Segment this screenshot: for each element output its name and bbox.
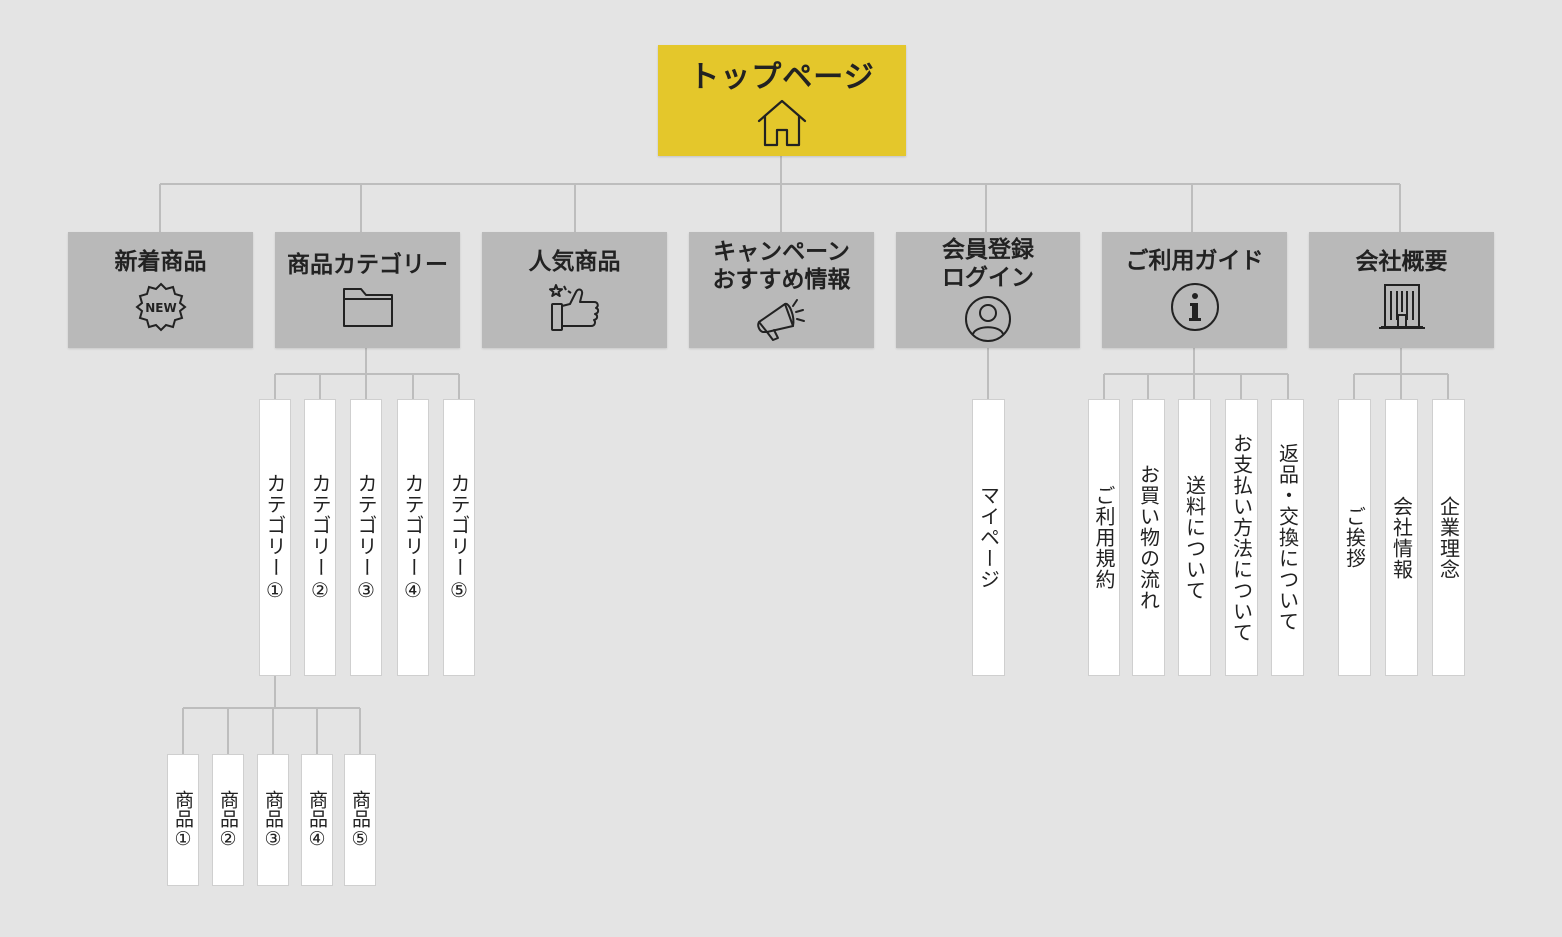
category-page-3[interactable]: カテゴリー③ (350, 399, 382, 676)
category-page-5[interactable]: カテゴリー⑤ (443, 399, 475, 676)
new-badge-icon: NEW (134, 282, 187, 332)
member-page-mypage[interactable]: マイページ (972, 399, 1005, 676)
category-page-1[interactable]: カテゴリー① (259, 399, 291, 676)
product-page-1[interactable]: 商品① (167, 754, 199, 886)
product-page-3[interactable]: 商品③ (257, 754, 289, 886)
info-icon (1170, 283, 1219, 331)
category-label: 商品カテゴリー (287, 252, 448, 278)
category-page-4[interactable]: カテゴリー④ (397, 399, 429, 676)
category-new-products[interactable]: 新着商品 NEW (68, 232, 253, 348)
top-page-label: トップページ (689, 59, 875, 95)
megaphone-icon (756, 299, 805, 341)
guide-page-payment[interactable]: お支払い方法について (1225, 399, 1258, 676)
user-icon (965, 296, 1011, 342)
top-page-node[interactable]: トップページ (658, 45, 906, 156)
company-page-greeting[interactable]: ご挨拶 (1338, 399, 1371, 676)
category-member[interactable]: 会員登録 ログイン (896, 232, 1080, 348)
folder-icon (342, 288, 393, 327)
category-label: 会社概要 (1355, 249, 1448, 275)
product-page-4[interactable]: 商品④ (301, 754, 333, 886)
category-popular-products[interactable]: 人気商品 (482, 232, 667, 348)
building-icon (1378, 284, 1425, 329)
product-page-2[interactable]: 商品② (212, 754, 244, 886)
company-page-philosophy[interactable]: 企業理念 (1432, 399, 1465, 676)
category-label: 会員登録 ログイン (942, 237, 1034, 291)
company-page-info[interactable]: 会社情報 (1385, 399, 1418, 676)
guide-page-terms[interactable]: ご利用規約 (1088, 399, 1120, 676)
product-page-5[interactable]: 商品⑤ (344, 754, 376, 886)
guide-page-returns[interactable]: 返品・交換について (1271, 399, 1304, 676)
category-label: ご利用ガイド (1125, 248, 1264, 274)
category-label: 人気商品 (528, 249, 621, 275)
category-guide[interactable]: ご利用ガイド (1102, 232, 1287, 348)
category-product-categories[interactable]: 商品カテゴリー (275, 232, 460, 348)
new-badge-text: NEW (145, 301, 176, 315)
category-page-2[interactable]: カテゴリー② (304, 399, 336, 676)
guide-page-shopping-flow[interactable]: お買い物の流れ (1132, 399, 1165, 676)
category-campaign[interactable]: キャンペーン おすすめ情報 (689, 232, 874, 348)
category-company[interactable]: 会社概要 (1309, 232, 1494, 348)
home-icon (757, 99, 807, 146)
category-label: 新着商品 (114, 249, 207, 275)
thumbs-up-icon (548, 284, 599, 331)
category-label: キャンペーン おすすめ情報 (712, 239, 851, 293)
guide-page-shipping[interactable]: 送料について (1178, 399, 1211, 676)
